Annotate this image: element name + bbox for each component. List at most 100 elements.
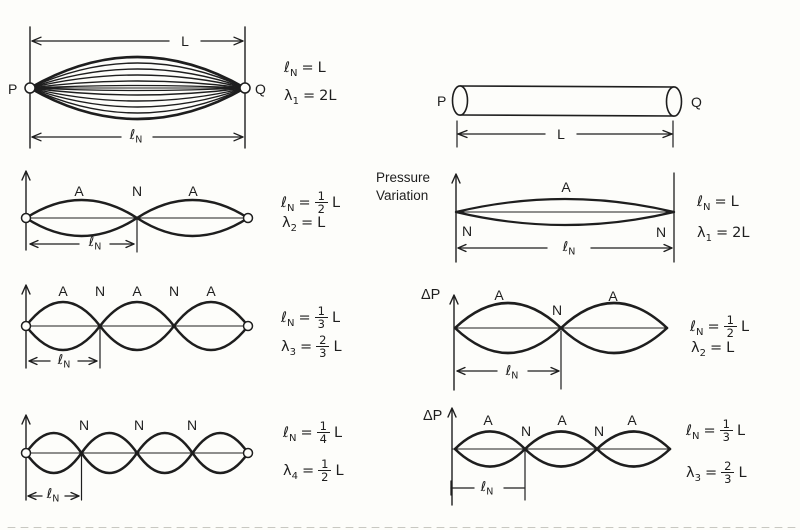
wave-lobe: [24, 300, 250, 352]
node-label: N: [94, 283, 106, 299]
end-circle-P: [24, 82, 36, 94]
arrowhead-right-icon: [233, 132, 244, 142]
up-arrow-icon: [21, 284, 31, 295]
section-label-pressure-variation: Pressure Variation: [376, 170, 431, 203]
node-label: N: [520, 423, 532, 439]
node-label: N: [593, 423, 605, 439]
dimension-arrow-ln: [31, 132, 244, 142]
up-arrow-icon: [21, 414, 31, 425]
end-circle-Q: [239, 82, 251, 94]
dimension-arrow-L: [31, 36, 244, 46]
dimension-arrow-ln: [29, 239, 135, 249]
wave-lobe: [453, 301, 669, 355]
node-label: N: [78, 417, 90, 433]
end-circle: [20, 447, 32, 459]
dim-label-ln: ℓN: [480, 479, 494, 498]
antinode-label: A: [74, 183, 84, 199]
arrowhead-right-icon: [662, 129, 673, 139]
formula-symbol: λ3: [281, 338, 296, 358]
node-label: N: [551, 302, 563, 318]
formula-lambda: λ1 = 2L: [284, 88, 337, 107]
antinode-label: A: [58, 283, 68, 299]
dimension-arrow-L: [457, 129, 673, 139]
vibration-envelope: [28, 55, 247, 121]
string-mode1-drawing: [24, 26, 251, 149]
up-arrow-icon: [21, 170, 31, 181]
end-circle: [242, 320, 254, 332]
formula-symbol: λ2: [691, 340, 706, 359]
tube-drawing: [451, 85, 683, 148]
dim-label-ln: ℓN: [88, 234, 102, 253]
wave-lobe: [24, 198, 250, 238]
wave-lobe: [453, 430, 672, 468]
dimension-line-ln: [450, 480, 525, 496]
formula-ln: ℓN = L: [697, 194, 739, 213]
node-label: N: [461, 223, 473, 239]
arrowhead-right-icon: [550, 366, 560, 376]
pressure-mode1-drawing: [451, 172, 676, 263]
arrowhead-right-icon: [88, 356, 98, 366]
end-circle: [20, 212, 32, 224]
formula-symbol: λ1: [697, 225, 712, 244]
node-label: N: [133, 417, 145, 433]
antinode-label: A: [627, 412, 637, 428]
dim-label-ln: ℓN: [57, 352, 71, 371]
formula-symbol: ℓN: [697, 194, 711, 213]
end-circle: [242, 212, 254, 224]
antinode-label: A: [494, 287, 504, 303]
end-label-q: Q: [691, 94, 702, 110]
antinode-label: A: [608, 288, 618, 304]
arrowhead-right-icon: [663, 243, 673, 253]
end-label-p: P: [437, 93, 447, 109]
pressure-mode2-drawing: [449, 294, 669, 391]
antinode-label: A: [188, 183, 198, 199]
up-arrow-icon: [447, 407, 457, 418]
tube-end-right: [665, 86, 683, 117]
dimension-arrow-ln: [28, 356, 98, 366]
antinode-label: A: [132, 283, 142, 299]
wave-lobe: [454, 210, 676, 227]
antinode-label: A: [206, 283, 216, 299]
dim-label-ln: ℓN: [129, 127, 143, 146]
up-arrow-icon: [449, 294, 459, 305]
dimension-arrow-ln: [27, 491, 80, 501]
formula-symbol: ℓN: [283, 424, 297, 444]
node-label: N: [655, 224, 667, 240]
axis-label-delta-p: ΔP: [421, 287, 441, 303]
length-label: L: [557, 126, 565, 142]
formula-lambda: λ2 = L: [282, 215, 326, 234]
dim-label-ln: ℓN: [562, 239, 576, 258]
tube-bottom: [459, 114, 675, 117]
formula-symbol: λ4: [283, 462, 298, 482]
arrowhead-right-icon: [233, 36, 244, 46]
pressure-mode3-drawing: [447, 407, 672, 506]
string-mode2-drawing: [20, 170, 254, 253]
end-circle: [20, 320, 32, 332]
length-label: L: [181, 33, 189, 49]
antinode-label: A: [483, 412, 493, 428]
node-label: N: [186, 417, 198, 433]
end-label-p: P: [8, 81, 18, 97]
wave-lobe: [453, 430, 672, 468]
tube-top: [459, 85, 675, 88]
dim-label-ln: ℓN: [505, 363, 519, 382]
formula-symbol: λ1: [284, 88, 299, 107]
formula-symbol: ℓN: [686, 422, 700, 442]
axis-label-delta-p: ΔP: [423, 408, 443, 424]
formula-symbol: ℓN: [281, 309, 295, 329]
